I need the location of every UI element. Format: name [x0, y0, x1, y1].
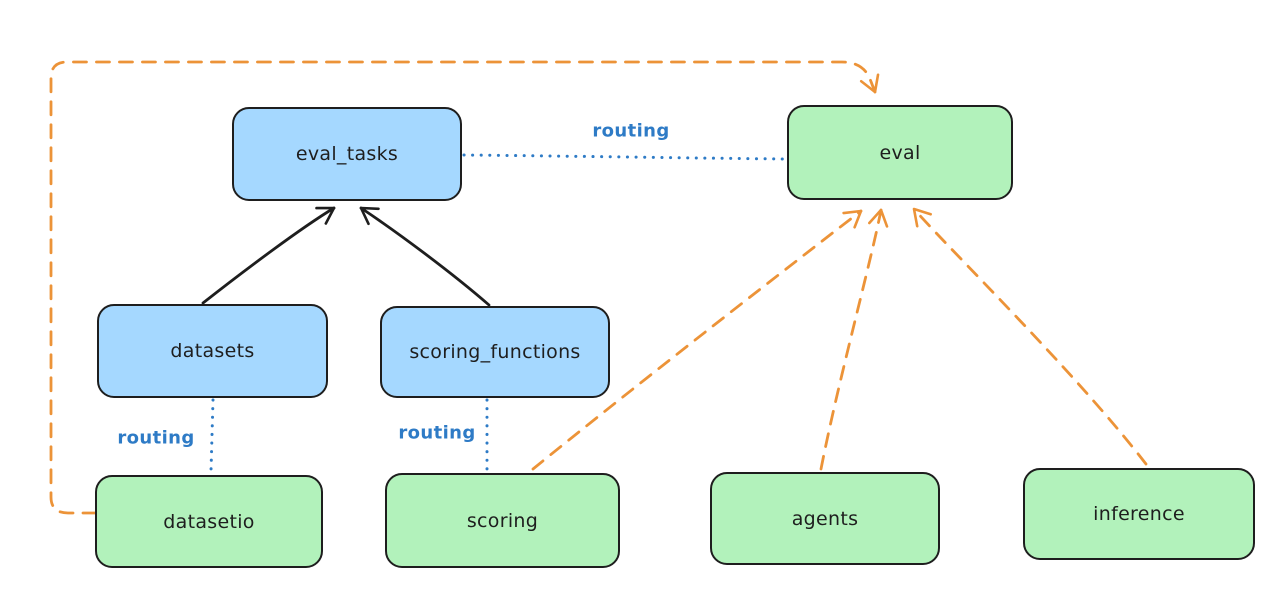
node-datasets-label: datasets	[170, 340, 255, 362]
edge-routing-eval-tasks-to-eval	[462, 153, 788, 161]
node-eval-label: eval	[879, 141, 921, 164]
node-agents-label: agents	[791, 507, 859, 530]
node-datasets: datasets	[97, 304, 328, 398]
edge-datasets-to-eval-tasks	[201, 206, 336, 305]
node-scoring-functions-label: scoring_functions	[409, 341, 581, 363]
edge-label-routing-scoring-functions-scoring: routing	[398, 422, 476, 444]
node-eval: eval	[787, 105, 1013, 200]
node-scoring-functions: scoring_functions	[380, 306, 610, 398]
node-agents: agents	[710, 472, 940, 565]
node-scoring: scoring	[385, 473, 620, 568]
node-inference: inference	[1023, 468, 1255, 560]
edge-scoring-functions-to-eval-tasks	[359, 206, 491, 307]
edge-inference-to-eval	[912, 207, 1148, 466]
edge-label-routing-datasets-datasetio: routing	[117, 427, 195, 449]
node-scoring-label: scoring	[466, 509, 539, 532]
edge-agents-to-eval	[819, 208, 889, 471]
node-datasetio: datasetio	[95, 475, 323, 568]
node-datasetio-label: datasetio	[163, 510, 255, 533]
node-eval-tasks: eval_tasks	[232, 107, 462, 201]
edge-routing-datasets-to-datasetio	[209, 398, 215, 473]
edge-label-routing-eval-tasks-eval: routing	[592, 120, 670, 142]
node-eval-tasks-label: eval_tasks	[295, 143, 399, 165]
edge-scoring-to-eval	[531, 209, 863, 471]
edge-datasetio-to-eval	[49, 60, 880, 515]
node-inference-label: inference	[1093, 503, 1185, 525]
